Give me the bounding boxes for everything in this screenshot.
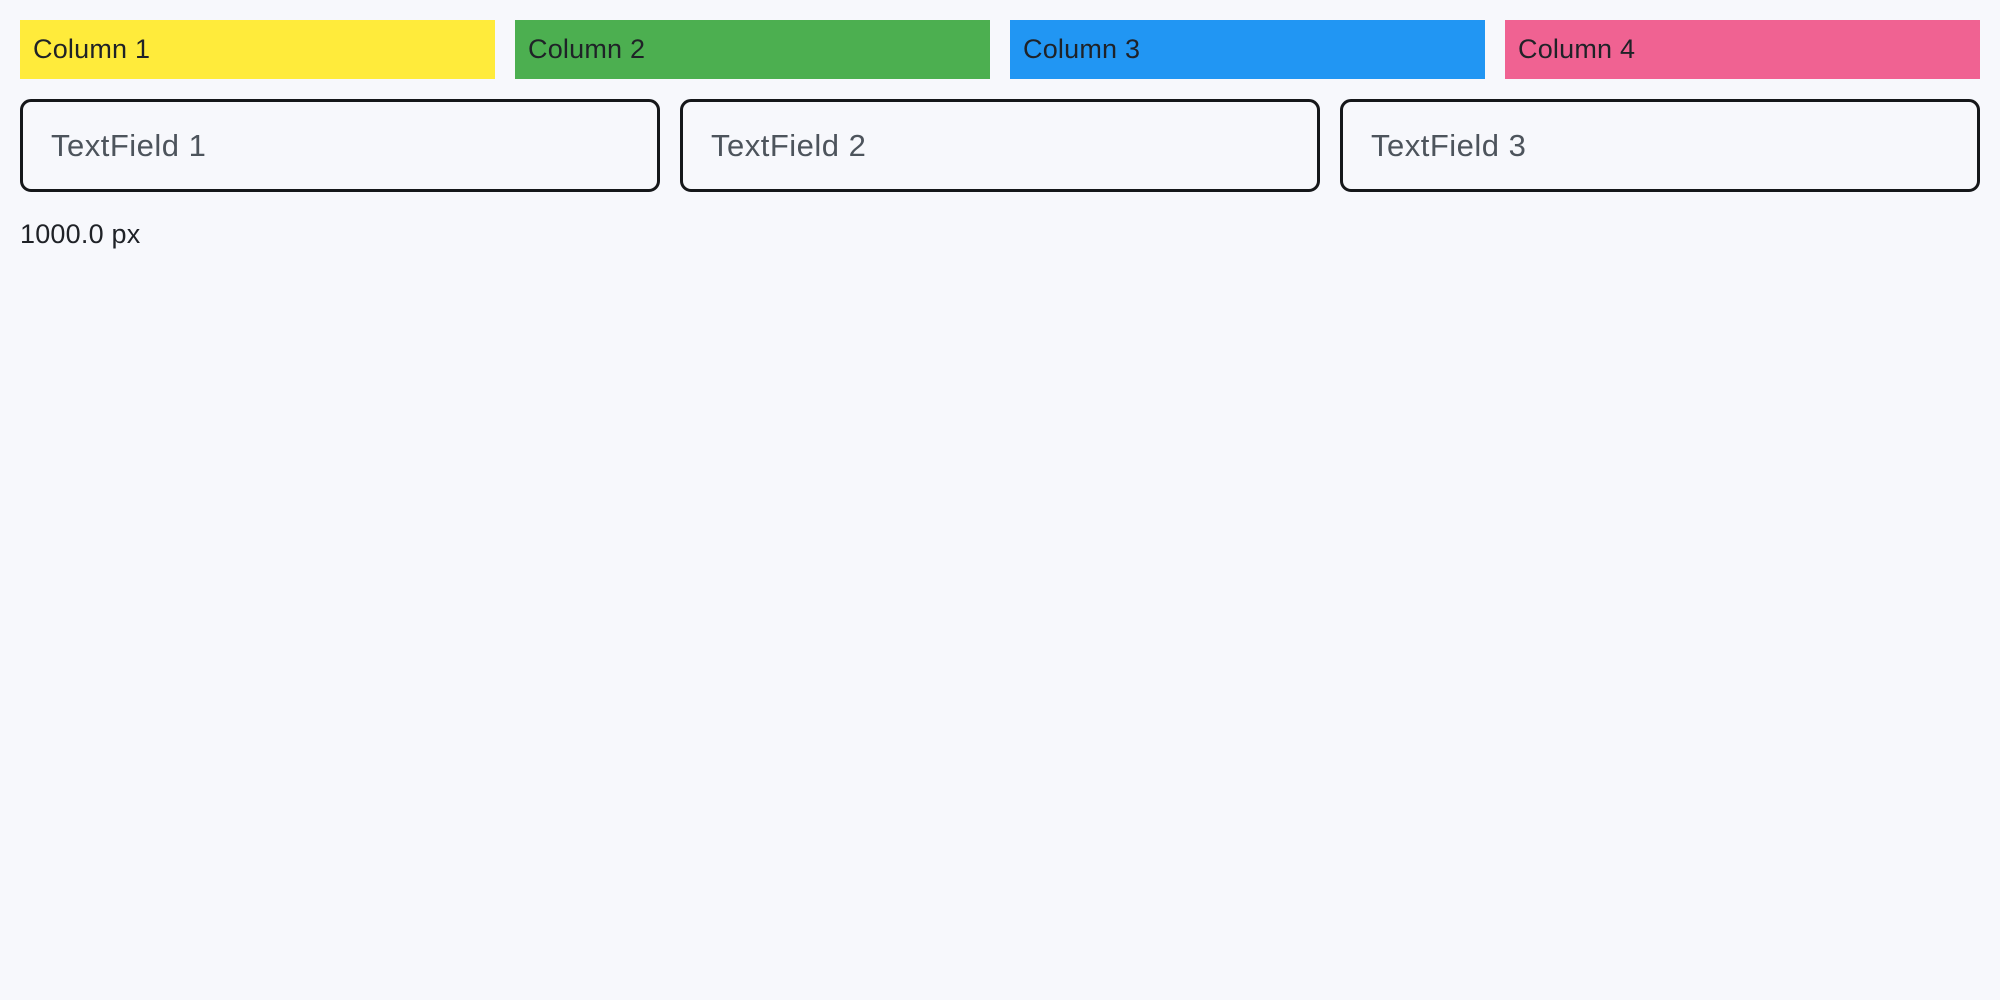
- column-header-2-label: Column 2: [528, 34, 646, 64]
- column-header-4: Column 4: [1505, 20, 1980, 79]
- column-header-4-label: Column 4: [1518, 34, 1636, 64]
- column-header-1-label: Column 1: [33, 34, 151, 64]
- column-header-row: Column 1 Column 2 Column 3 Column 4: [0, 0, 2000, 79]
- textfield-1[interactable]: [20, 99, 660, 192]
- column-header-3-label: Column 3: [1023, 34, 1141, 64]
- textfield-row: [0, 79, 2000, 192]
- textfield-3[interactable]: [1340, 99, 1980, 192]
- textfield-2[interactable]: [680, 99, 1320, 192]
- column-header-3: Column 3: [1010, 20, 1485, 79]
- column-header-2: Column 2: [515, 20, 990, 79]
- width-readout: 1000.0 px: [20, 219, 141, 249]
- column-header-1: Column 1: [20, 20, 495, 79]
